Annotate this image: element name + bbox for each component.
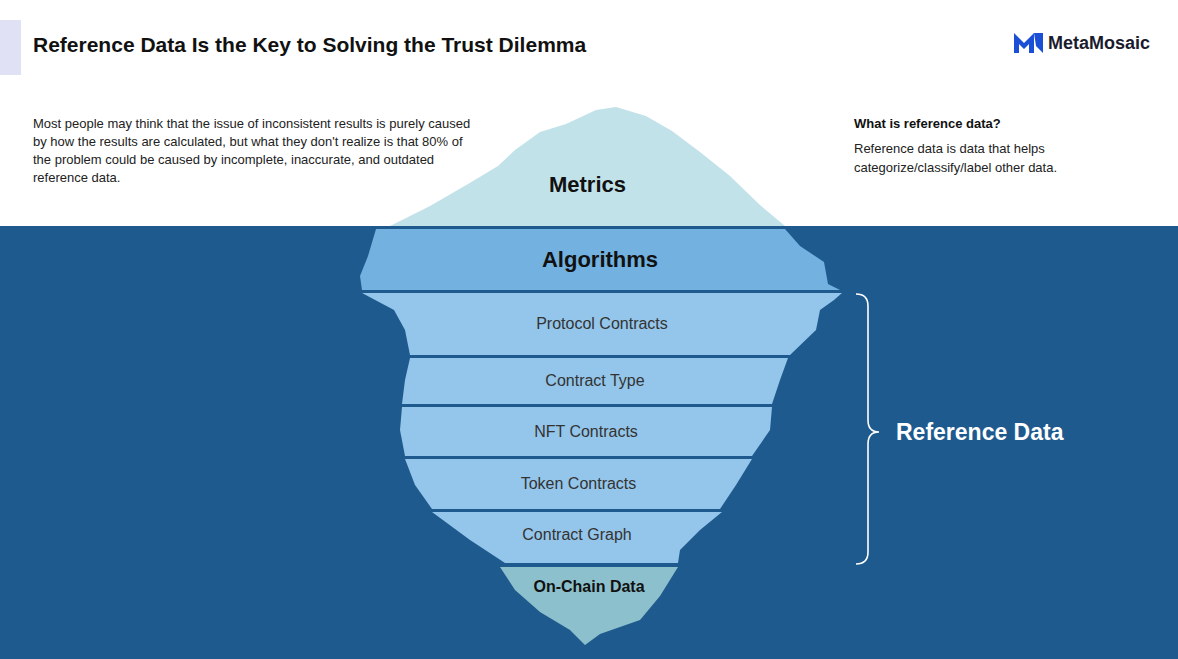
iceberg-band: Algorithms	[360, 229, 840, 290]
band-outline	[362, 293, 842, 355]
band-label: Metrics	[390, 172, 785, 198]
band-outline	[432, 512, 722, 563]
band-label: Contract Type	[402, 372, 788, 390]
logo-icon	[1014, 33, 1043, 53]
sky	[0, 0, 1178, 226]
definition-heading: What is reference data?	[854, 116, 1114, 131]
intro-text: Most people may think that the issue of …	[33, 115, 483, 187]
bracket-label: Reference Data	[896, 419, 1136, 446]
iceberg-band: Contract Graph	[432, 512, 722, 563]
band-label: Protocol Contracts	[362, 315, 842, 333]
iceberg-band: Token Contracts	[405, 459, 752, 509]
iceberg-band: Contract Type	[402, 358, 788, 404]
title: Reference Data Is the Key to Solving the…	[33, 33, 586, 57]
band-label: Token Contracts	[405, 475, 752, 493]
band-outline	[400, 407, 772, 456]
iceberg-band: Protocol Contracts	[362, 293, 842, 355]
band-outline	[405, 459, 752, 509]
band-outline	[500, 567, 678, 645]
iceberg-band: On-Chain Data	[500, 567, 678, 645]
water	[0, 226, 1178, 659]
logo-text: MetaMosaic	[1048, 33, 1173, 54]
band-label: On-Chain Data	[500, 578, 678, 596]
bracket	[856, 294, 879, 564]
iceberg-band: NFT Contracts	[400, 407, 772, 456]
band-outline	[360, 229, 840, 290]
band-label: Contract Graph	[432, 526, 722, 544]
band-outline	[402, 358, 788, 404]
band-label: Algorithms	[360, 247, 840, 273]
accent-bar	[0, 20, 21, 75]
definition-text: Reference data is data that helps catego…	[854, 139, 1099, 177]
band-label: NFT Contracts	[400, 423, 772, 441]
